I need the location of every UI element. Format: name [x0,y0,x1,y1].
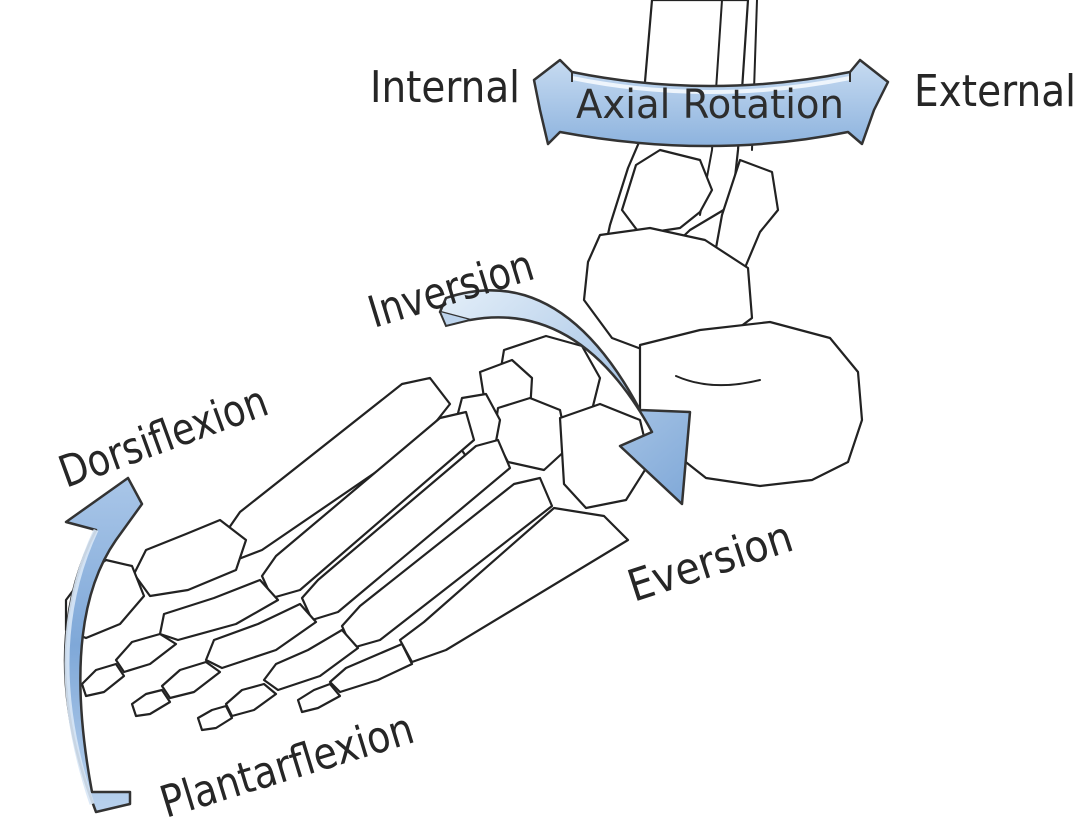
toe2-middle [116,634,176,672]
toe4-middle [226,684,276,716]
dorsiflexion-label: Dorsiflexion [52,376,274,498]
toe3-distal [132,690,170,716]
toe3-middle [162,662,220,698]
plantarflexion-label: Plantarflexion [154,703,419,822]
toe2-distal [82,664,124,696]
internal-label: Internal [370,62,520,113]
toe5-distal [298,684,340,712]
external-label: External [914,66,1076,117]
toe4-distal [198,706,232,730]
hallux-proximal [134,520,246,596]
axial-rotation-label: Axial Rotation [576,82,844,128]
eversion-label: Eversion [622,511,799,612]
